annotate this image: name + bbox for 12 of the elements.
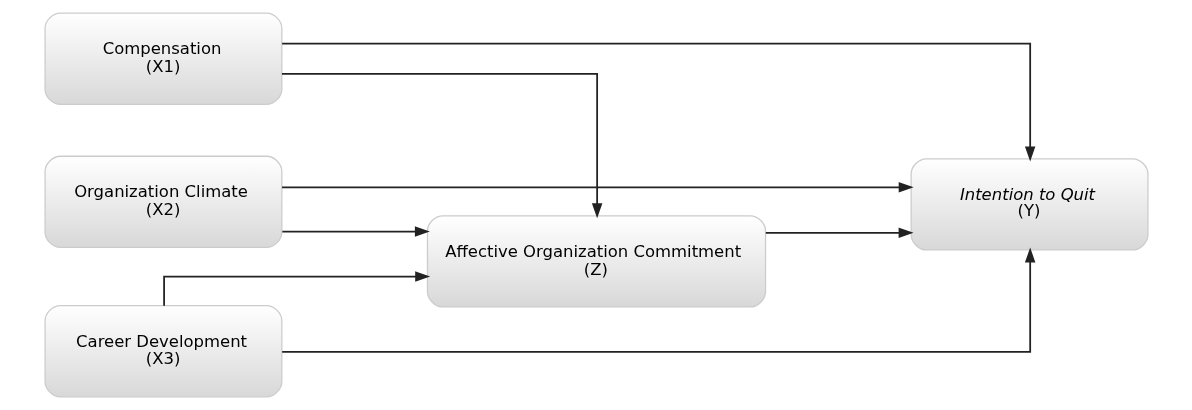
arrow	[162, 271, 430, 307]
arrow	[764, 227, 914, 239]
node-box: Organization Climate (X2)	[43, 155, 282, 249]
node-box: Intention to Quit (Y)	[910, 158, 1149, 251]
node-box: Affective Organization Commitment (Z)	[426, 215, 766, 308]
arrow	[280, 73, 602, 219]
node-box: Compensation (X1)	[43, 12, 282, 105]
arrow	[281, 226, 430, 237]
arrow	[280, 182, 914, 193]
arrow	[280, 247, 1035, 353]
arrow	[280, 42, 1035, 162]
node-box: Career Development (X3)	[43, 305, 282, 398]
